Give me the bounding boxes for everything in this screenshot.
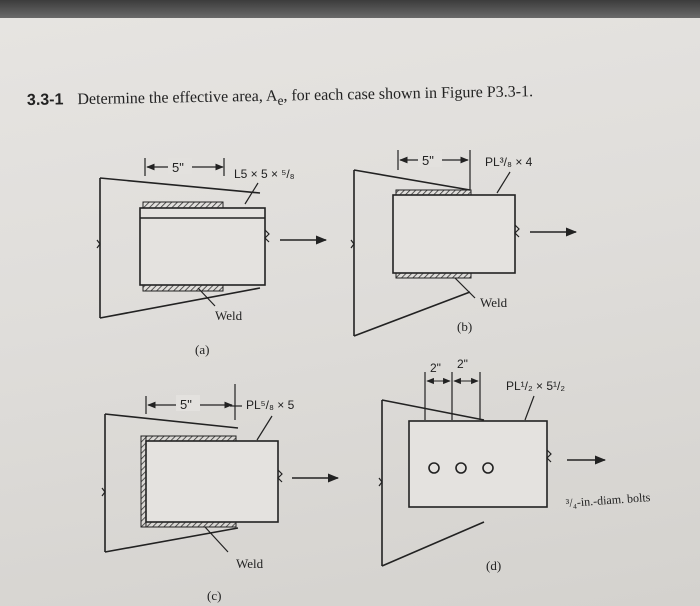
gusset-plate-a xyxy=(99,177,261,319)
break-line-d xyxy=(378,477,383,487)
dim-label-c: 5" xyxy=(180,397,192,412)
plate-member-b xyxy=(392,194,516,274)
weld-bottom-c xyxy=(145,521,237,528)
break-line-c xyxy=(101,487,106,497)
plate-member-d xyxy=(408,420,548,508)
gusset-plate-b xyxy=(353,169,471,337)
figure-a xyxy=(96,158,328,319)
bolt-hole-1 xyxy=(428,462,440,474)
member-break-d xyxy=(546,449,552,463)
member-label-a: L5 × 5 × ⁵/₈ xyxy=(234,167,295,181)
gusset-plate-c xyxy=(104,413,239,553)
textbook-page xyxy=(0,18,700,606)
member-label-d: PL¹/₂ × 5¹/₂ xyxy=(506,379,565,393)
dim-label-d2: 2" xyxy=(457,357,468,371)
top-edge-shadow xyxy=(0,0,700,18)
weld-leader-a xyxy=(197,287,216,307)
plate-member-c xyxy=(145,440,279,523)
leader-b xyxy=(496,171,511,194)
dim-label-d1: 2" xyxy=(430,361,441,375)
weld-bottom-b xyxy=(395,272,472,279)
caption-d: (d) xyxy=(486,558,501,573)
weld-bottom-a xyxy=(142,284,224,292)
bolt-hole-3 xyxy=(482,462,494,474)
dim-label-b: 5" xyxy=(422,153,434,168)
leader-d xyxy=(524,395,535,421)
weld-end-c xyxy=(140,435,147,528)
weld-label-a: Weld xyxy=(215,308,243,323)
weld-label-c: Weld xyxy=(236,556,264,571)
figure-d xyxy=(378,372,607,567)
weld-top-c xyxy=(145,435,237,442)
weld-leader-c xyxy=(204,526,229,553)
caption-a: (a) xyxy=(195,342,209,357)
break-line-b xyxy=(350,239,355,249)
member-label-b: PL³/₈ × 4 xyxy=(485,155,533,169)
member-break-c xyxy=(277,469,283,483)
caption-c: (c) xyxy=(207,588,221,603)
bolt-label-d: ³/₄-in.-diam. bolts xyxy=(565,490,651,510)
figure-b xyxy=(350,150,578,337)
weld-top-a xyxy=(142,201,224,209)
figure-c xyxy=(101,384,340,553)
angle-member-a xyxy=(139,207,266,286)
member-break-a xyxy=(264,229,270,243)
member-break-b xyxy=(514,224,520,238)
caption-b: (b) xyxy=(457,319,472,334)
weld-leader-b xyxy=(454,277,476,299)
leader-c xyxy=(256,415,273,441)
member-label-c: PL⁵/₈ × 5 xyxy=(246,398,295,412)
break-line-a xyxy=(96,239,101,249)
weld-top-b xyxy=(395,189,472,196)
weld-label-b: Weld xyxy=(480,295,508,310)
bolt-hole-2 xyxy=(455,462,467,474)
leader-a xyxy=(244,182,259,205)
dim-label-a: 5" xyxy=(172,160,184,175)
